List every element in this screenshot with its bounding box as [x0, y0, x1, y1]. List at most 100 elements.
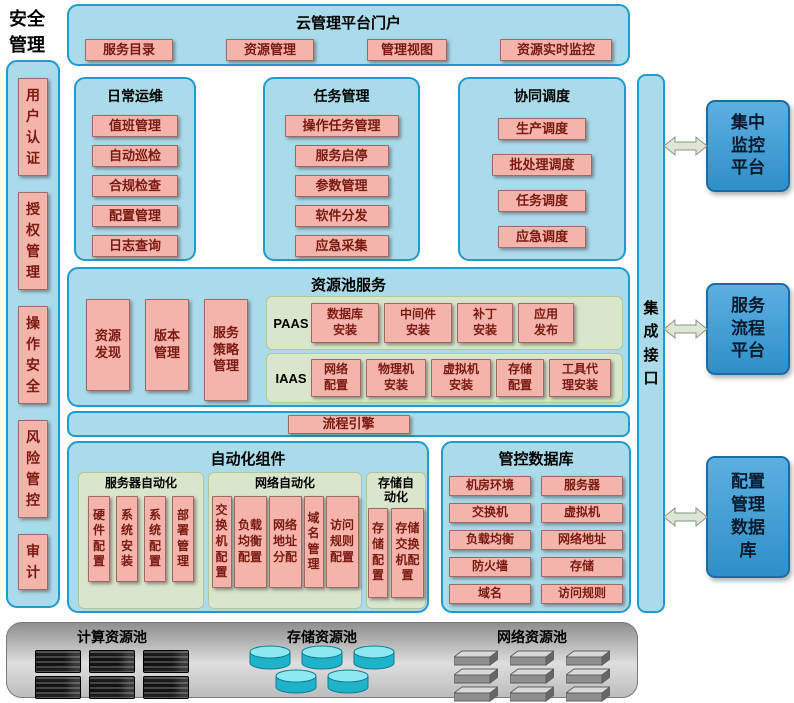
network-switch-icon: [454, 650, 498, 666]
external-system-service-process: 服务流程平台: [706, 283, 790, 375]
iaas-item: 虚拟机安装: [431, 359, 491, 397]
security-item: 审计: [18, 534, 48, 590]
control-db-item: 存储: [541, 557, 623, 577]
security-panel: 用户认证授权管理操作安全风险管控审计: [6, 60, 60, 608]
daily-ops-item: 配置管理: [92, 205, 178, 227]
network-automation-item: 域名管理: [303, 495, 324, 588]
network-pool-label: 网络资源池: [497, 629, 567, 645]
storage-cylinder-icon: [327, 669, 369, 694]
portal-item: 服务目录: [85, 39, 173, 61]
network-automation-item: 负载均衡配置: [233, 495, 267, 588]
iaas-item: 物理机安装: [366, 359, 426, 397]
iaas-group: IAAS 网络配置物理机安装虚拟机安装存储配置工具代理安装: [266, 353, 623, 403]
server-rack-icon: [35, 676, 81, 699]
daily-ops-title: 日常运维: [107, 88, 163, 104]
network-automation-item-list: 交换机配置负载均衡配置网络地址分配域名管理访问规则配置: [209, 495, 361, 588]
paas-label: PAAS: [273, 315, 309, 331]
network-pool-icons: [453, 650, 611, 702]
server-rack-icon: [143, 676, 189, 699]
external-system-central-monitoring: 集中监控平台: [706, 100, 790, 192]
server-automation-item: 硬件配置: [88, 495, 110, 582]
storage-automation-item-list: 存储配置存储交换机配置: [367, 507, 425, 598]
iaas-item: 存储配置: [496, 359, 544, 397]
daily-ops-panel: 日常运维 值班管理自动巡检合规检查配置管理日志查询: [74, 77, 196, 261]
control-db-item-list: 机房环境服务器交换机虚拟机负载均衡网络地址防火墙存储域名访问规则: [443, 476, 629, 604]
network-automation-title: 网络自动化: [254, 476, 315, 490]
control-db-item: 域名: [449, 584, 531, 604]
security-panel-title: 安全管理: [9, 9, 45, 56]
task-mgmt-item: 服务启停: [294, 145, 389, 167]
storage-automation-title: 存储自动化: [377, 476, 414, 504]
portal-panel: 云管理平台门户 服务目录资源管理管理视图资源实时监控: [67, 4, 630, 66]
resource-pool-services-panel: 资源池服务 资源发现版本管理服务策略管理 PAAS 数据库安装中间件安装补丁安装…: [67, 267, 630, 407]
security-item: 授权管理: [18, 192, 48, 290]
network-automation-item: 网络地址分配: [268, 495, 302, 588]
coordination-item: 应急调度: [498, 226, 586, 248]
daily-ops-item-list: 值班管理自动巡检合规检查配置管理日志查询: [76, 115, 194, 257]
task-mgmt-item: 应急采集: [294, 235, 389, 257]
storage-cylinder-icon: [249, 645, 291, 670]
paas-group: PAAS 数据库安装中间件安装补丁安装应用发布: [266, 296, 623, 350]
resource-pool-side-item: 版本管理: [145, 299, 189, 391]
integration-interface-bar: 集成接口: [637, 74, 665, 613]
coordination-item: 任务调度: [498, 190, 586, 212]
server-automation-group: 服务器自动化 硬件配置系统安装系统配置部署管理: [78, 472, 204, 609]
task-mgmt-title: 任务管理: [313, 88, 370, 104]
coordination-title: 协同调度: [514, 88, 570, 104]
iaas-item: 网络配置: [311, 359, 361, 397]
server-automation-item-list: 硬件配置系统安装系统配置部署管理: [79, 495, 203, 582]
storage-pool-icons: [247, 645, 397, 695]
compute-pool-label: 计算资源池: [77, 629, 147, 645]
daily-ops-item: 自动巡检: [92, 145, 178, 167]
daily-ops-item: 值班管理: [92, 115, 178, 137]
task-mgmt-item: 操作任务管理: [284, 115, 399, 137]
control-db-title: 管控数据库: [498, 451, 574, 468]
network-switch-icon: [566, 650, 610, 666]
control-db-item: 机房环境: [449, 476, 531, 496]
network-automation-item: 交换机配置: [211, 495, 232, 588]
paas-item: 补丁安装: [457, 303, 513, 343]
control-db-item: 访问规则: [541, 584, 623, 604]
iaas-label: IAAS: [275, 370, 307, 386]
task-mgmt-item: 参数管理: [294, 175, 389, 197]
coordination-item: 批处理调度: [492, 154, 592, 176]
coordination-item-list: 生产调度批处理调度任务调度应急调度: [460, 118, 624, 248]
control-db-item: 服务器: [541, 476, 623, 496]
double-arrow-icon: [663, 135, 708, 157]
security-item-list: 用户认证授权管理操作安全风险管控审计: [8, 62, 58, 606]
double-arrow-icon: [663, 506, 708, 528]
control-db-item: 交换机: [449, 503, 531, 523]
portal-item: 资源实时监控: [500, 39, 612, 61]
external-system-cmdb: 配置管理数据库: [706, 456, 790, 578]
daily-ops-item: 日志查询: [92, 235, 178, 257]
daily-ops-item: 合规检查: [92, 175, 178, 197]
control-db-panel: 管控数据库 机房环境服务器交换机虚拟机负载均衡网络地址防火墙存储域名访问规则: [441, 441, 631, 613]
security-item: 用户认证: [18, 78, 48, 176]
storage-pool-label: 存储资源池: [287, 629, 357, 645]
network-switch-icon: [510, 686, 554, 702]
control-db-item: 网络地址: [541, 530, 623, 550]
resource-pool-bar: 计算资源池 存储资源池: [6, 622, 638, 702]
server-automation-item: 部署管理: [172, 495, 194, 582]
server-rack-icon: [89, 676, 135, 699]
portal-item-list: 服务目录资源管理管理视图资源实时监控: [85, 39, 612, 61]
server-automation-item: 系统安装: [116, 495, 138, 582]
compute-pool-section: 计算资源池: [7, 623, 217, 699]
task-mgmt-item-list: 操作任务管理服务启停参数管理软件分发应急采集: [265, 115, 418, 257]
double-arrow-icon: [663, 318, 708, 340]
control-db-item: 防火墙: [449, 557, 531, 577]
network-switch-icon: [454, 668, 498, 684]
coordination-panel: 协同调度 生产调度批处理调度任务调度应急调度: [458, 77, 626, 261]
compute-pool-icons: [35, 650, 189, 699]
network-pool-section: 网络资源池: [427, 623, 637, 702]
server-rack-icon: [35, 650, 81, 673]
server-automation-title: 服务器自动化: [104, 476, 177, 490]
storage-automation-item: 存储配置: [368, 507, 388, 598]
server-automation-item: 系统配置: [144, 495, 166, 582]
paas-item: 应用发布: [518, 303, 574, 343]
storage-automation-item: 存储交换机配置: [391, 507, 424, 598]
network-automation-group: 网络自动化 交换机配置负载均衡配置网络地址分配域名管理访问规则配置: [208, 472, 362, 609]
paas-item: 中间件安装: [384, 303, 452, 343]
security-item: 操作安全: [18, 306, 48, 404]
iaas-item-list: 网络配置物理机安装虚拟机安装存储配置工具代理安装: [311, 359, 618, 397]
